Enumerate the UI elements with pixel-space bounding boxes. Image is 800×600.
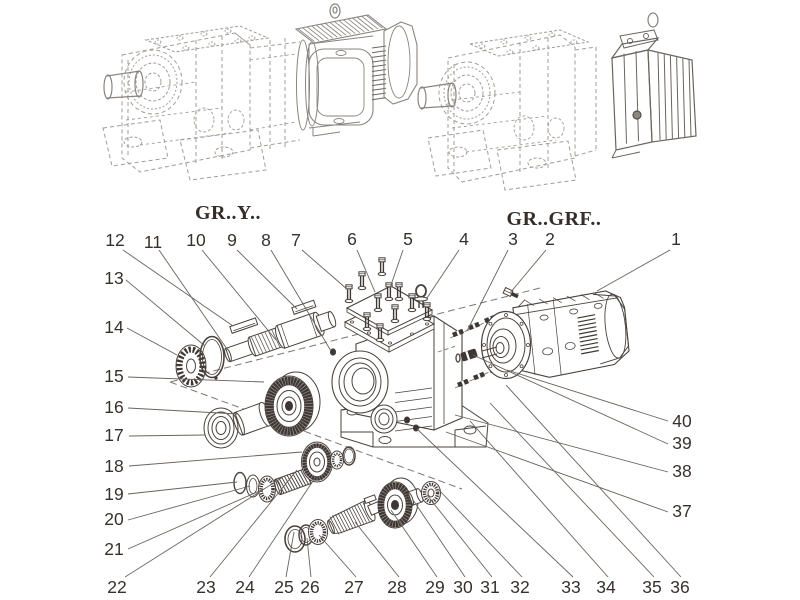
svg-text:40: 40 — [672, 411, 692, 431]
svg-text:21: 21 — [104, 539, 123, 559]
svg-text:GR..Y..: GR..Y.. — [195, 202, 261, 224]
svg-text:39: 39 — [672, 433, 691, 453]
svg-text:37: 37 — [672, 501, 691, 521]
svg-text:7: 7 — [291, 230, 301, 250]
svg-text:32: 32 — [510, 577, 529, 597]
svg-text:15: 15 — [104, 366, 123, 386]
svg-text:4: 4 — [459, 229, 469, 249]
svg-text:28: 28 — [387, 577, 406, 597]
svg-text:14: 14 — [104, 317, 124, 337]
svg-text:13: 13 — [104, 268, 123, 288]
svg-text:27: 27 — [344, 577, 363, 597]
svg-text:10: 10 — [186, 230, 206, 250]
svg-text:35: 35 — [642, 577, 661, 597]
svg-text:11: 11 — [144, 232, 162, 252]
svg-text:22: 22 — [107, 577, 126, 597]
svg-text:33: 33 — [561, 577, 580, 597]
svg-text:17: 17 — [104, 425, 123, 445]
svg-text:16: 16 — [104, 397, 123, 417]
svg-text:19: 19 — [104, 484, 123, 504]
svg-text:31: 31 — [480, 577, 499, 597]
svg-text:3: 3 — [508, 229, 518, 249]
svg-text:38: 38 — [672, 461, 691, 481]
svg-text:1: 1 — [671, 229, 681, 249]
svg-text:24: 24 — [235, 577, 255, 597]
svg-text:25: 25 — [274, 577, 293, 597]
svg-text:30: 30 — [453, 577, 473, 597]
svg-text:2: 2 — [545, 229, 555, 249]
svg-text:36: 36 — [670, 577, 689, 597]
svg-text:9: 9 — [227, 230, 237, 250]
svg-text:23: 23 — [196, 577, 215, 597]
svg-text:18: 18 — [104, 456, 123, 476]
svg-text:20: 20 — [104, 509, 124, 529]
svg-text:34: 34 — [596, 577, 616, 597]
svg-text:29: 29 — [425, 577, 444, 597]
svg-text:12: 12 — [105, 230, 124, 250]
svg-text:5: 5 — [403, 229, 413, 249]
svg-text:GR..GRF..: GR..GRF.. — [507, 208, 602, 230]
svg-text:8: 8 — [261, 230, 271, 250]
svg-text:26: 26 — [300, 577, 319, 597]
svg-text:6: 6 — [347, 229, 357, 249]
